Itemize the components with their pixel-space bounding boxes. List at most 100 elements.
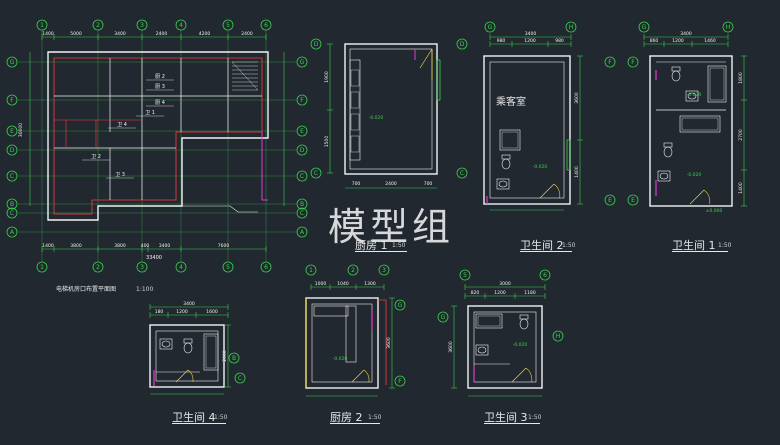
axis-bubble [296,226,308,238]
room-tag: 卫 3 [115,172,125,178]
basin-bowl [477,346,487,354]
axis-label: H [556,333,561,340]
dim-label: 2000 [222,350,228,362]
bath-4-inner [155,330,219,382]
level-mark: ±0.000 [706,208,723,214]
dim-label: 980 [497,38,506,44]
dim-label: 1800 [738,72,744,84]
room-tag: 卫 1 [145,110,155,116]
dim-label: 180 [155,309,164,315]
counter-unit [350,91,360,109]
bath-4-title: 卫生间 4 [172,411,216,424]
dim-label: 980 [555,38,564,44]
axis-label: C [238,375,242,382]
bath-2-title: 卫生间 2 [520,239,564,252]
dim-label: 2400 [241,31,253,37]
dim-label: 7600 [218,243,230,249]
axis-bubble [394,375,406,387]
dim-label: 1000 [315,281,327,287]
plan-title: 电梯机房口布置平面图 [56,286,117,293]
plan-scale: 1:100 [136,286,154,293]
underline [172,423,226,424]
axis-bubble [6,226,18,238]
dim-label: 1040 [337,281,349,287]
axis-label: G [488,24,493,31]
axis-label: 3 [382,267,386,274]
axis-label: B [10,201,14,208]
axis-bubble [347,264,359,276]
axis-label: B [232,355,236,362]
kitchen-2-title: 厨房 2 [330,411,363,424]
room-tag: 厨 4 [155,100,165,106]
bath-3-wall [467,305,543,389]
inner-wall [53,57,263,215]
axis-bubble [310,167,322,179]
axis-label: C [10,173,14,180]
dim-label: 1400 [42,243,54,249]
bath-1-scale: 1:50 [718,242,732,249]
axis-label: 5 [463,272,467,279]
underline [484,423,540,424]
bathtub [707,65,727,103]
basin [475,344,489,356]
toilet-bowl [501,158,511,170]
axis-bubble [305,264,317,276]
axis-label: 3 [140,264,144,271]
axis-label: C [300,173,304,180]
axis-label: E [608,197,612,204]
axis-bubble [604,56,616,68]
dim-label: 1600 [206,309,218,315]
counter [349,59,361,161]
bath-3-scale: 1:50 [528,414,542,421]
underline [672,251,728,252]
toilet-bowl [671,70,681,82]
dim-label: 3600 [574,92,580,104]
axis-bubble [552,330,564,342]
dim-label: 3400 [114,31,126,37]
axis-bubble [228,352,240,364]
room-tag: 厨 3 [155,84,165,90]
bath-4-wall [149,324,225,388]
counter-unit [350,135,360,153]
axis-bubble [6,56,18,68]
axis-label: H [726,24,731,31]
axis-bubble [234,372,246,384]
axis-bubble [604,194,616,206]
bath-1-title: 卫生间 1 [672,239,716,252]
axis-bubble [6,207,18,219]
dim-label: 700 [352,181,361,187]
underline [355,251,407,252]
dim-label: 1400 [738,182,744,194]
dim-label: 2400 [385,181,397,187]
room-label: 乘客室 [496,97,526,108]
door-leaf [689,189,705,205]
axis-bubble [627,194,639,206]
axis-label: 6 [264,22,268,29]
dim-label: 1180 [524,290,536,296]
dim-label: 1200 [672,38,684,44]
axis-label: C [314,170,318,177]
dim-label: 2700 [738,129,744,141]
door-leaf [511,367,527,383]
kitchen-1-title: 厨房 1 [355,239,388,252]
axis-bubble [456,167,468,179]
axis-label: F [10,97,14,104]
axis-bubble [484,21,496,33]
level-mark: -0.020 [513,342,528,348]
axis-label: 5 [226,22,230,29]
axis-label: C [300,210,304,217]
toilet-tank [671,66,681,72]
dim-label: 400 [141,243,150,249]
door-leaf [539,183,555,199]
basin-bowl [687,92,697,100]
door-swing [525,367,533,383]
axis-label: E [631,197,635,204]
kitchen-1-inner [349,48,433,170]
basin-bowl [659,172,669,180]
bathtub [679,115,721,133]
axis-label: C [10,210,14,217]
axis-label: G [300,59,305,66]
